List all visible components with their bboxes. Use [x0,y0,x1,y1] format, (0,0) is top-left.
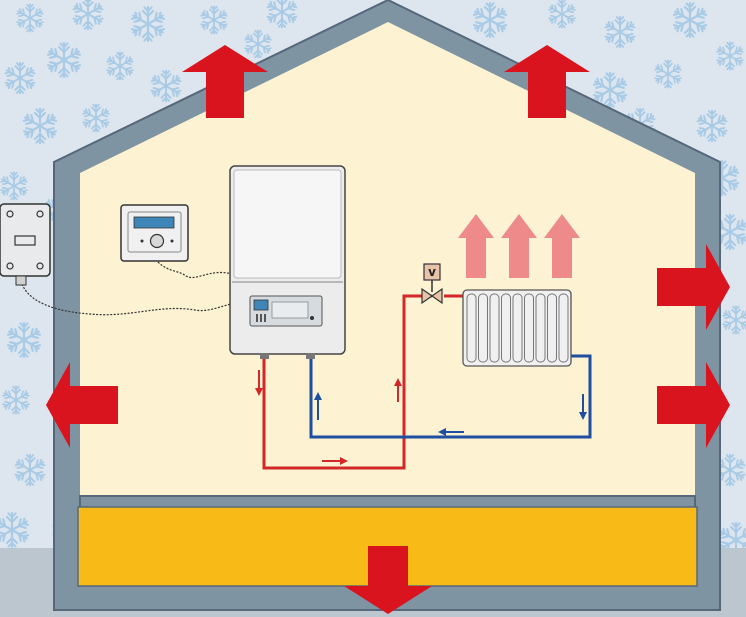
radiator-fin [558,293,569,363]
radiator-icon [462,289,572,367]
heat-loss-arrow-roof-right [504,45,590,118]
heat-loss-arrow-right-lower [657,362,730,448]
heat-loss-arrow-right-upper [657,244,730,330]
radiator-heat-arrow-2 [501,214,537,278]
radiator-fin [524,293,534,363]
controller-wire [157,261,233,278]
outdoor-sensor-wire [21,283,259,316]
radiator-fin [501,293,511,363]
heat-loss-arrow-floor [344,546,432,614]
heating-circuit [255,294,592,470]
heat-loss-arrow-left [46,362,118,448]
heat-loss-arrow-roof-left [182,45,268,118]
valve-actuator-label: v [428,265,436,279]
radiator-fin [489,293,500,363]
wall-boiler-icon [229,165,346,359]
radiator-fin [535,293,546,363]
house-interior [80,22,695,496]
outdoor-sensor-icon [0,203,51,286]
return-pipe [309,354,592,439]
thermostatic-valve-icon: v [421,263,443,305]
radiator-fin [478,293,488,363]
heat-loss-arrows [46,45,730,614]
room-controller-icon [120,204,189,262]
radiator-heat-arrow-3 [544,214,580,278]
radiator-fin [512,293,523,363]
floor-slab [79,495,696,509]
radiator-heat-arrows [458,214,580,278]
supply-pipe [262,294,432,470]
radiator-fin [466,293,477,363]
radiator-heat-arrow-1 [458,214,494,278]
radiator-fin [547,293,557,363]
